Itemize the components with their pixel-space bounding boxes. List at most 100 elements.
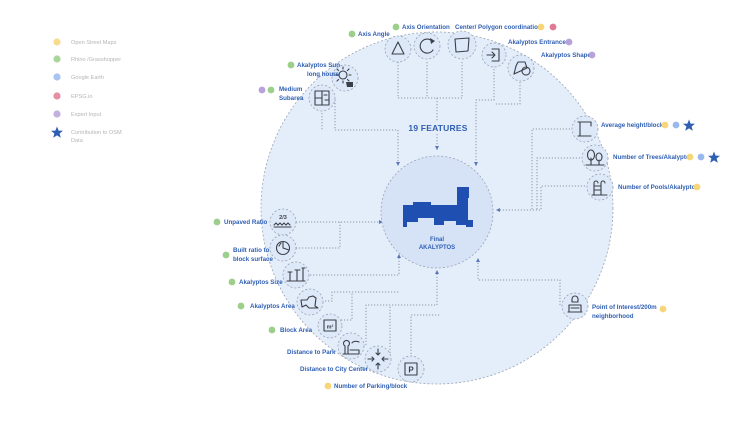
features-title: 19 FEATURES	[408, 123, 467, 133]
osm-source-dot	[693, 183, 701, 191]
arrow-bottom-right	[476, 258, 480, 262]
feature-axis-angle[interactable]: Axis Angle	[348, 30, 412, 63]
sun-icon	[338, 70, 348, 80]
feature-area[interactable]: Akalyptos Area	[237, 288, 324, 316]
google-earth-source-dot	[697, 153, 705, 161]
rhino-source-dot	[348, 30, 356, 38]
legend-label: Open Street Maps	[71, 40, 117, 46]
feature-medium-subarea[interactable]: Medium Subarea	[258, 84, 336, 112]
legend-label: Data	[71, 138, 84, 144]
final-label: Final	[430, 237, 444, 243]
arrow-top-left	[396, 162, 400, 166]
legend-label: Contribution to OSM	[71, 130, 122, 136]
feature-label: Number of Parking/block	[334, 383, 408, 390]
rhino-source-dot	[237, 302, 245, 310]
google-earth-source-dot	[672, 121, 680, 129]
feature-label: Block Area	[280, 327, 313, 334]
shapes-icon	[513, 61, 528, 75]
features-title-bg	[410, 122, 466, 134]
feature-block-area[interactable]: m² Block Area	[268, 313, 343, 339]
rhino-source-dot	[392, 23, 400, 31]
connector-trees	[536, 157, 583, 210]
node-circle	[571, 115, 599, 143]
node-circle	[282, 261, 310, 289]
rhino-source-dot	[267, 86, 275, 94]
feature-label: Medium	[279, 86, 303, 93]
feature-entrances[interactable]: Akalyptos Entrances	[481, 38, 573, 68]
rhino-dot-icon	[53, 55, 61, 63]
center-node: 19 FEATURES Final AKALYPTOS	[380, 122, 494, 269]
polygon-icon	[454, 37, 470, 53]
connector-size	[310, 254, 400, 276]
expert-source-dot	[258, 86, 266, 94]
connector-sun-medium	[334, 100, 399, 166]
area-shape-icon	[300, 295, 319, 309]
akalyptos-shape-icon	[403, 187, 473, 227]
feature-axis-orientation[interactable]: Axis Orientation	[392, 23, 450, 60]
poi-icon	[567, 295, 583, 313]
rhino-source-dot	[287, 61, 295, 69]
feature-label: Center/ Polygon coordination	[455, 24, 542, 31]
feature-label: Number of Trees/Akalyptos	[613, 154, 694, 161]
feature-trees[interactable]: Number of Trees/Akalyptos	[581, 144, 720, 172]
feature-built-ratio[interactable]: Built ratio to block surface	[222, 234, 297, 263]
height-icon	[577, 121, 592, 137]
arrow-right	[496, 208, 500, 212]
feature-center-polygon[interactable]: Center/ Polygon coordination	[447, 23, 557, 60]
rotate-icon	[419, 38, 434, 54]
rhino-source-dot	[213, 218, 221, 226]
feature-sun-hours[interactable]: Akalyptos Sun long hours	[287, 61, 359, 92]
arrows-in-icon	[367, 348, 389, 370]
ground-icon	[273, 222, 292, 228]
legend-label: Rhino /Grasshopper	[71, 57, 121, 63]
hand-icon	[346, 82, 353, 87]
legend-item-rhino: Rhino /Grasshopper	[53, 55, 121, 63]
node-circle	[397, 355, 425, 383]
feature-size[interactable]: Akalyptos Size	[228, 261, 310, 289]
osm-source-dot	[659, 305, 667, 313]
rotate-arrowhead	[430, 38, 435, 44]
tree-trunks	[585, 157, 605, 166]
connector-entrances	[475, 66, 495, 166]
feature-avg-height[interactable]: Average height/block	[571, 115, 695, 143]
node-circle	[337, 332, 365, 360]
google-earth-dot-icon	[53, 73, 61, 81]
connector-center-polygon	[437, 62, 463, 99]
osm-source-dot	[537, 23, 545, 31]
feature-poi[interactable]: Point of Interest/200m neighborhood	[561, 292, 667, 320]
feature-shape[interactable]: Akalyptos Shape	[507, 51, 596, 82]
legend-item-osm-contribution: Contribution to OSM Data	[51, 126, 122, 144]
star-icon	[683, 119, 695, 131]
arrow-top	[435, 146, 439, 150]
expert-source-dot	[565, 38, 573, 46]
pie-slice	[278, 240, 290, 251]
star-icon	[708, 151, 720, 163]
feature-unpaved[interactable]: 2/3 Unpaved Ratio	[213, 208, 297, 236]
feature-label: Akalyptos Size	[239, 279, 283, 286]
feature-label: Akalyptos Shape	[541, 52, 591, 59]
node-circle	[413, 32, 441, 60]
feature-park[interactable]: Distance to Park	[287, 332, 365, 360]
connector-pools	[496, 185, 588, 211]
node-circle	[384, 35, 412, 63]
epsg-source-dot	[549, 23, 557, 31]
osm-source-dot	[686, 153, 694, 161]
legend-label: Google Earth	[71, 75, 104, 81]
park-icon	[342, 339, 360, 355]
dimension-icon	[286, 267, 306, 282]
feature-city-center[interactable]: Distance to City Center	[300, 345, 392, 373]
feature-parking[interactable]: P Number of Parking/block	[324, 355, 425, 390]
feature-pools[interactable]: Number of Pools/Akalyptos	[586, 173, 701, 201]
node-circle	[269, 208, 297, 236]
osm-source-dot	[324, 382, 332, 390]
expert-dot-icon	[53, 110, 61, 118]
rhino-source-dot	[222, 251, 230, 259]
feature-label: block surface	[233, 256, 273, 263]
epsg-dot-icon	[53, 92, 61, 100]
node-circle	[586, 173, 614, 201]
node-circle	[581, 144, 609, 172]
feature-label: Akalyptos Entrances	[508, 39, 570, 46]
arrow-left	[379, 220, 383, 224]
feature-label: Subarea	[279, 95, 304, 102]
